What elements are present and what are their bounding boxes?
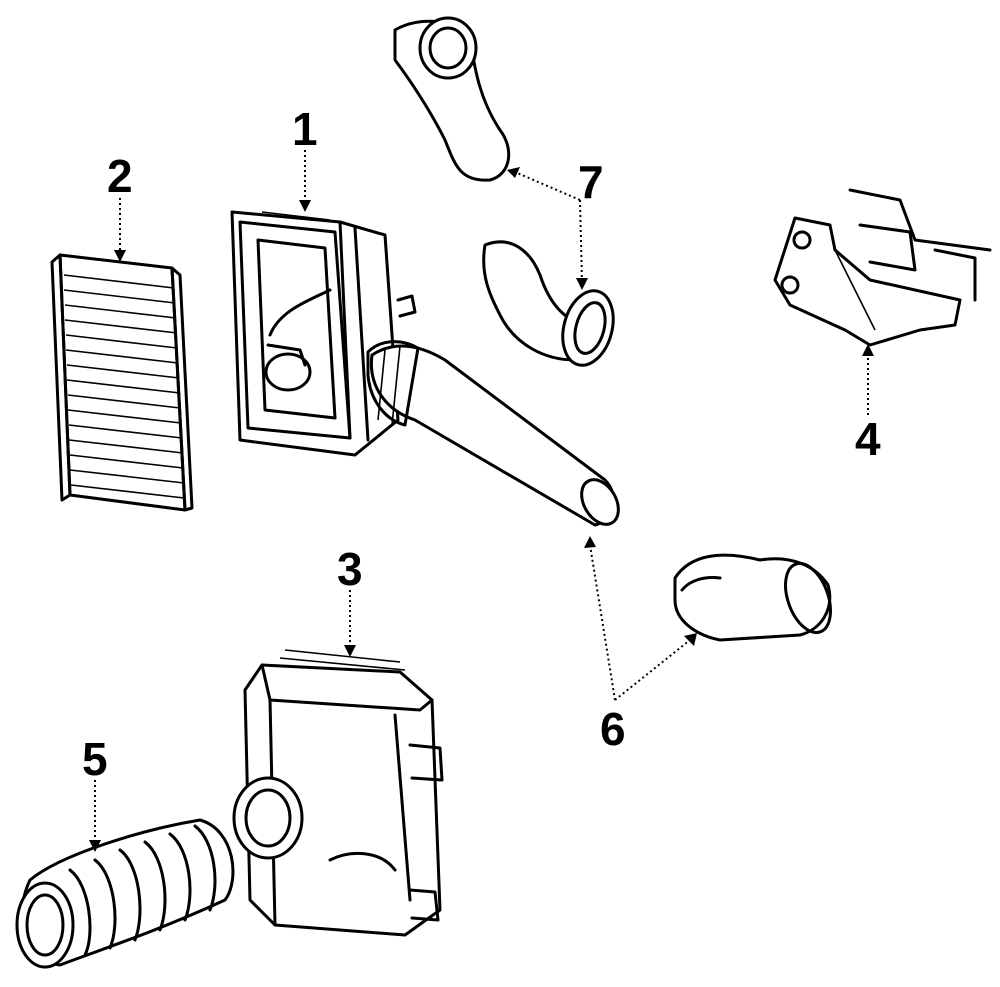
callout-7: 7 [578,156,604,208]
air-filter-element [50,253,194,512]
air-cleaner-upper-housing [230,210,417,457]
curved-inlet-hose [482,240,615,367]
callout-6: 6 [600,703,626,755]
callout-labels: 1 2 3 4 5 6 7 [82,103,881,785]
elbow-hose [673,553,832,642]
callout-5: 5 [82,733,108,785]
callout-1: 1 [292,103,318,155]
mounting-bracket [773,188,992,347]
leader-lines [89,150,874,852]
callout-2: 2 [107,150,133,202]
long-intake-tube [366,340,620,527]
corrugated-duct [15,818,235,969]
upper-inlet-hose [393,16,511,182]
filter-pleats [63,274,185,499]
callout-3: 3 [337,543,363,595]
callout-4: 4 [855,413,881,465]
air-cleaner-lower-housing [232,649,444,937]
